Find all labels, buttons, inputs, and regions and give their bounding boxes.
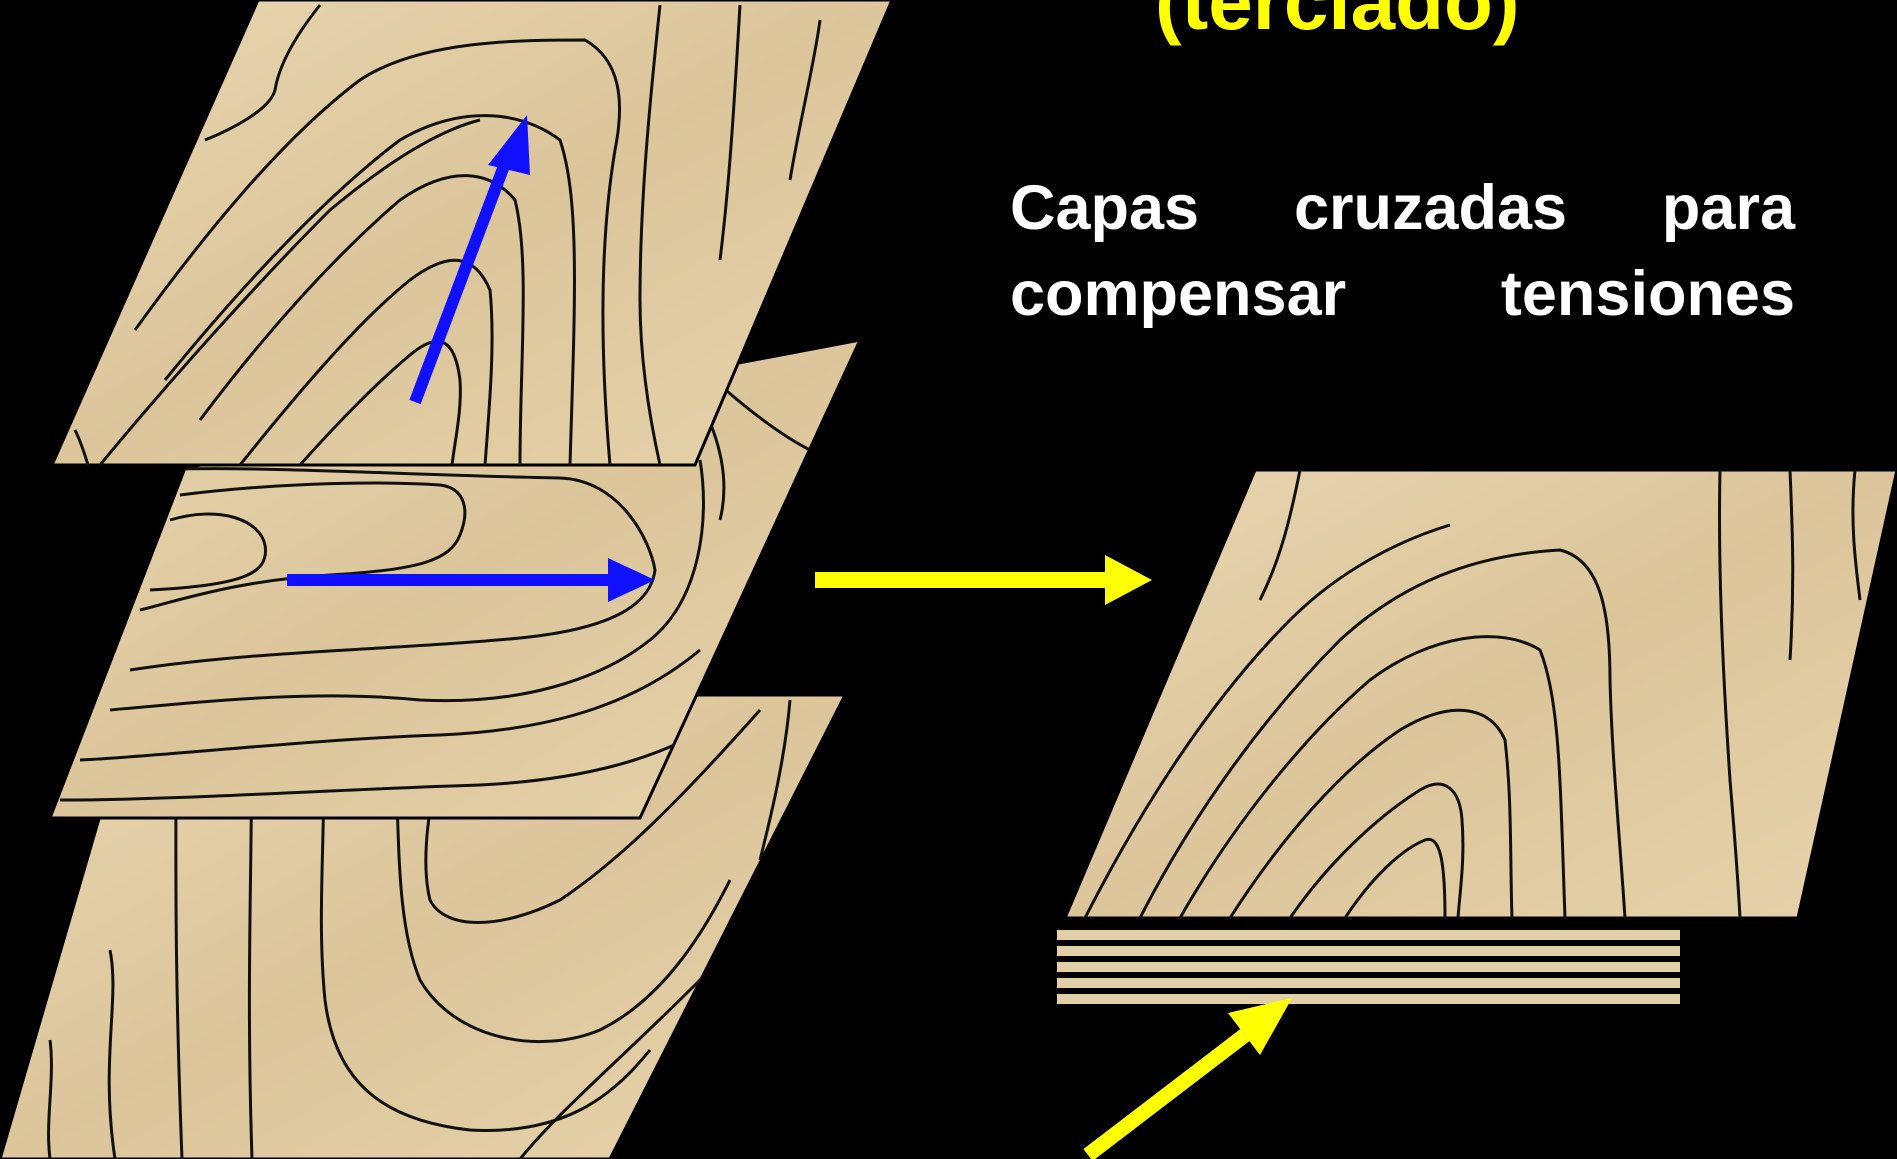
- caption-line: compensar tensiones: [1010, 251, 1795, 337]
- caption-line: Capas cruzadas para: [1010, 165, 1795, 251]
- laminated-panel: [1057, 470, 1897, 1004]
- slide-title: (terciado): [1155, 0, 1520, 42]
- process-arrow: [815, 555, 1152, 605]
- caption: Capas cruzadas para compensar tensiones: [1010, 165, 1795, 337]
- panel-layer-edges: [1057, 930, 1680, 1004]
- layer-pointer-arrow: [1088, 998, 1292, 1155]
